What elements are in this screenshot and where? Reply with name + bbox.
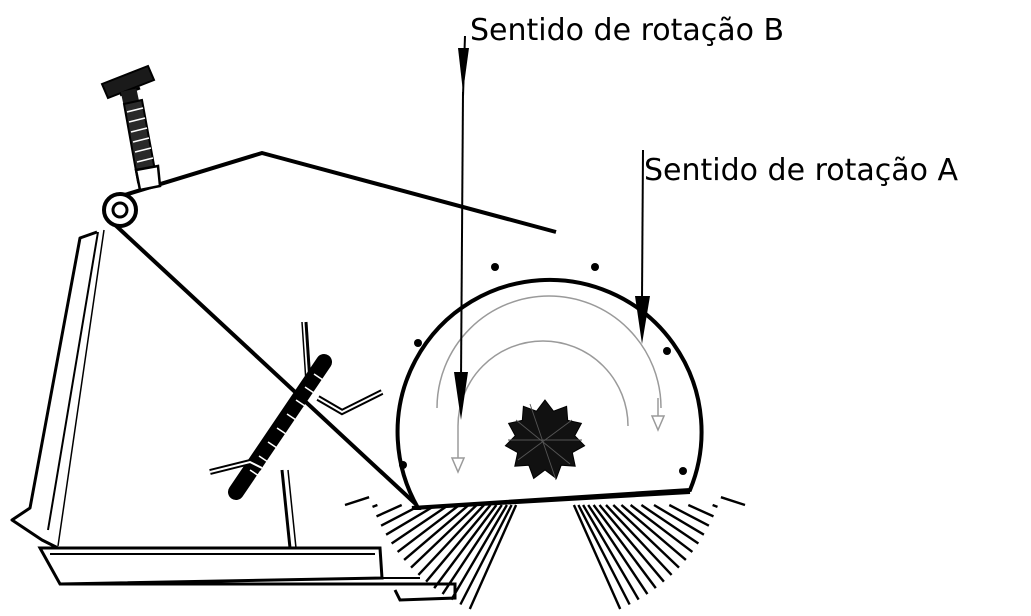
drum-hub: [504, 399, 586, 481]
bristle: [640, 504, 700, 545]
bristle: [712, 503, 718, 509]
bristle: [468, 504, 518, 610]
label-rotation-a: Sentido de rotação A: [644, 153, 959, 188]
bristle: [396, 504, 461, 553]
bristle: [668, 503, 710, 527]
bristle: [390, 504, 450, 545]
base-skid: [37, 546, 457, 602]
bristle: [450, 504, 508, 601]
bristle: [344, 496, 370, 507]
bristle: [441, 504, 503, 595]
bristle: [687, 503, 714, 518]
bristle: [629, 504, 694, 553]
brush-drum: [395, 263, 704, 510]
housing-left-panel-inner: [47, 231, 99, 531]
bristle: [376, 503, 403, 518]
bristle: [403, 504, 470, 561]
bristle: [587, 504, 649, 595]
side-adjuster: [209, 321, 384, 549]
housing-diagonal-brace: [110, 220, 422, 510]
rotation-a-arrow: [635, 296, 650, 344]
bristle: [410, 504, 478, 569]
housing-left-panel: [10, 230, 98, 550]
housing-left-panel-inner2: [57, 229, 105, 547]
bristle: [425, 504, 492, 583]
bristle: [620, 504, 687, 561]
bristle: [592, 504, 657, 589]
housing-top-edge: [117, 151, 557, 234]
bristle: [385, 503, 437, 536]
pivot-hinge: [102, 192, 138, 228]
bristle: [612, 504, 680, 569]
brush-bristles: [344, 496, 746, 610]
bristle: [372, 503, 378, 509]
bristle: [433, 504, 498, 589]
bristle: [720, 496, 746, 507]
bristle: [572, 504, 622, 610]
rotation-a-leader: [641, 149, 644, 299]
adjusting-screw: [100, 64, 162, 192]
label-rotation-b: Sentido de rotação B: [470, 13, 784, 48]
rotation-b-arrow: [454, 372, 468, 420]
rotation-arrows: [454, 35, 650, 420]
bristle: [459, 504, 513, 606]
bristle: [653, 503, 705, 536]
bristle: [605, 504, 673, 576]
bristle: [577, 504, 631, 606]
bristle: [598, 504, 665, 583]
bristle: [417, 504, 485, 576]
bristle: [582, 504, 640, 601]
rotation-b-top-arrow: [458, 48, 469, 92]
